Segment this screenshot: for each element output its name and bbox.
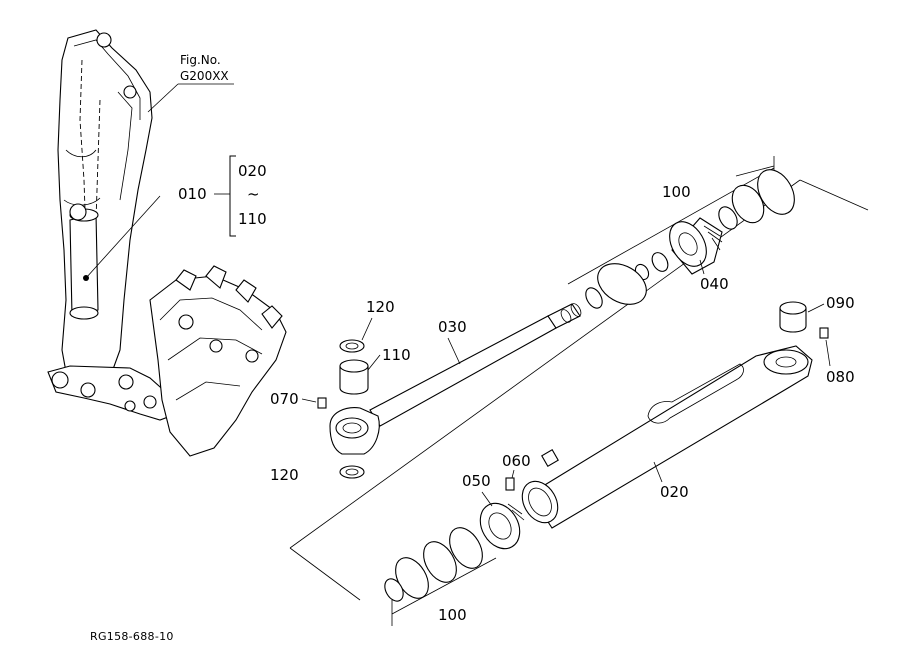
lower-seal-kit: 050 060 100 — [384, 452, 531, 626]
callout-120-bottom: 120 — [270, 466, 299, 484]
callout-030: 030 — [438, 318, 467, 336]
range-callout: 010 020 ~ 110 — [178, 155, 267, 237]
bushing-and-shims: 120 110 120 070 — [270, 298, 411, 484]
callout-050: 050 — [462, 472, 491, 490]
callout-100-bottom: 100 — [438, 606, 467, 624]
callout-100-top: 100 — [662, 183, 691, 201]
callout-040: 040 — [700, 275, 729, 293]
callout-010: 010 — [178, 185, 207, 203]
callout-120-top: 120 — [366, 298, 395, 316]
upper-seal-kit: 100 040 — [567, 156, 795, 309]
cylinder-tube-020: 020 090 080 — [521, 294, 855, 529]
range-tilde: ~ — [247, 185, 260, 203]
arm-illustration — [47, 29, 287, 457]
fig-label: Fig.No. — [180, 53, 221, 67]
range-from: 020 — [238, 162, 267, 180]
piston-rod-030: 030 — [329, 303, 582, 455]
fig-number: G200XX — [180, 69, 229, 83]
range-to: 110 — [238, 210, 267, 228]
figure-number: Fig.No. G200XX — [147, 53, 234, 113]
drawing-code: RG158-688-10 — [90, 630, 174, 643]
callout-020: 020 — [660, 483, 689, 501]
callout-110: 110 — [382, 346, 411, 364]
callout-090: 090 — [826, 294, 855, 312]
callout-070: 070 — [270, 390, 299, 408]
callout-080: 080 — [826, 368, 855, 386]
callout-060: 060 — [502, 452, 531, 470]
